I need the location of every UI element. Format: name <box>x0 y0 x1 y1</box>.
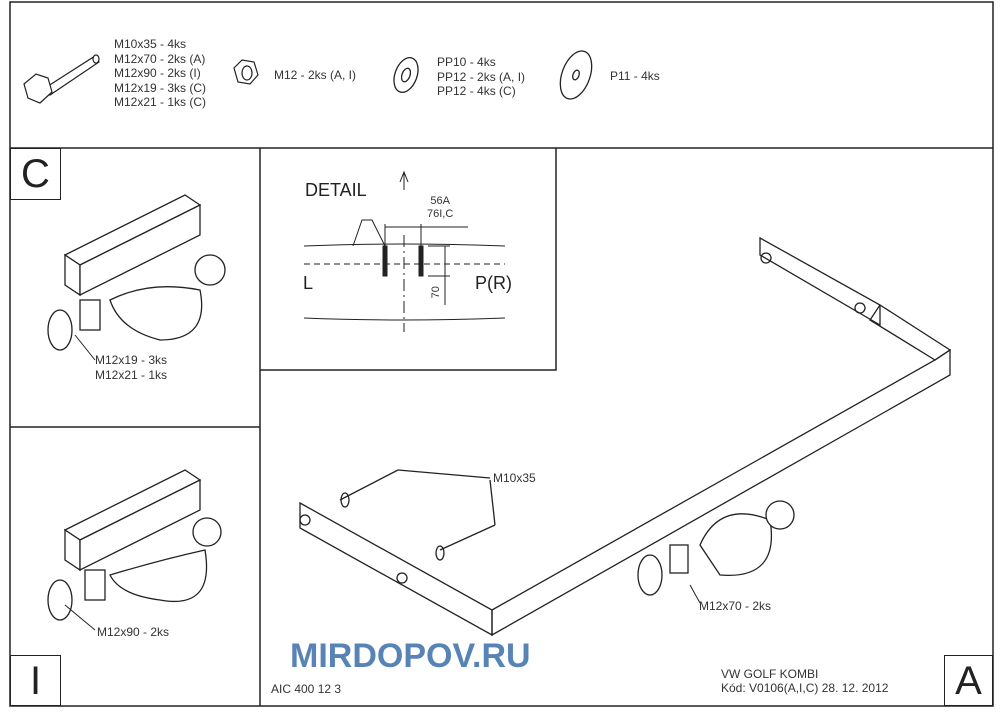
bolt-list: M10x35 - 4ks M12x70 - 2ks (A) M12x90 - 2… <box>114 37 206 110</box>
panel-letter-i: I <box>10 655 61 706</box>
bolt-item: M10x35 - 4ks <box>114 37 187 51</box>
panel-c-label: M12x19 - 3ks <box>95 353 168 367</box>
watermark: MIRDOPOV.RU <box>290 637 531 675</box>
detail-dim-top: 56A 76I,C <box>427 195 453 221</box>
bolt-item: M12x90 - 2ks (I) <box>114 66 201 80</box>
washer-item: PP12 - 4ks (C) <box>437 84 516 98</box>
bolt-callout: M10x35 <box>493 471 536 485</box>
washer-item: PP10 - 4ks <box>437 55 496 69</box>
detail-drawing <box>303 170 506 332</box>
code-date: Kód: V0106(A,I,C) 28. 12. 2012 <box>721 681 889 695</box>
detail-right-label: P(R) <box>475 273 512 293</box>
bolt-icon <box>23 54 100 104</box>
dim-label: 56A <box>430 195 450 207</box>
tow-hitch-c <box>47 194 226 351</box>
detail-dim-side: 70 <box>429 286 442 299</box>
washer-large-icon <box>559 50 593 100</box>
panel-c-label: M12x21 - 1ks <box>95 367 168 382</box>
nut-label: M12 - 2ks (A, I) <box>274 68 357 82</box>
washer-large-label: P11 - 4ks <box>610 69 660 83</box>
panel-letter-a: A <box>944 655 993 706</box>
bolt-item: M12x70 - 2ks (A) <box>114 51 206 66</box>
washer-item: PP12 - 2ks (A, I) <box>437 69 526 84</box>
panel-letter-c: C <box>10 148 61 200</box>
detail-title: DETAIL <box>305 180 367 200</box>
washer-small-icon <box>393 57 419 93</box>
detail-left-label: L <box>303 273 314 293</box>
towbar-crossbar <box>299 236 952 637</box>
nut-icon <box>233 59 259 85</box>
tow-hitch-i <box>47 469 222 621</box>
bolt-item: M12x19 - 3ks (C) <box>114 80 207 95</box>
hitch-callout: M12x70 - 2ks <box>699 599 772 613</box>
tow-hitch-ball-main <box>637 500 795 596</box>
bolt-item: M12x21 - 1ks (C) <box>114 95 207 109</box>
panel-c-labels: M12x19 - 3ks M12x21 - 1ks <box>95 353 167 382</box>
code-left: AIC 400 12 3 <box>271 682 342 696</box>
washer-small-list: PP10 - 4ks PP12 - 2ks (A, I) PP12 - 4ks … <box>437 55 525 99</box>
vehicle-name: VW GOLF KOMBI <box>721 667 819 681</box>
dim-label: 76I,C <box>427 208 454 220</box>
panel-i-label: M12x90 - 2ks <box>97 625 170 639</box>
